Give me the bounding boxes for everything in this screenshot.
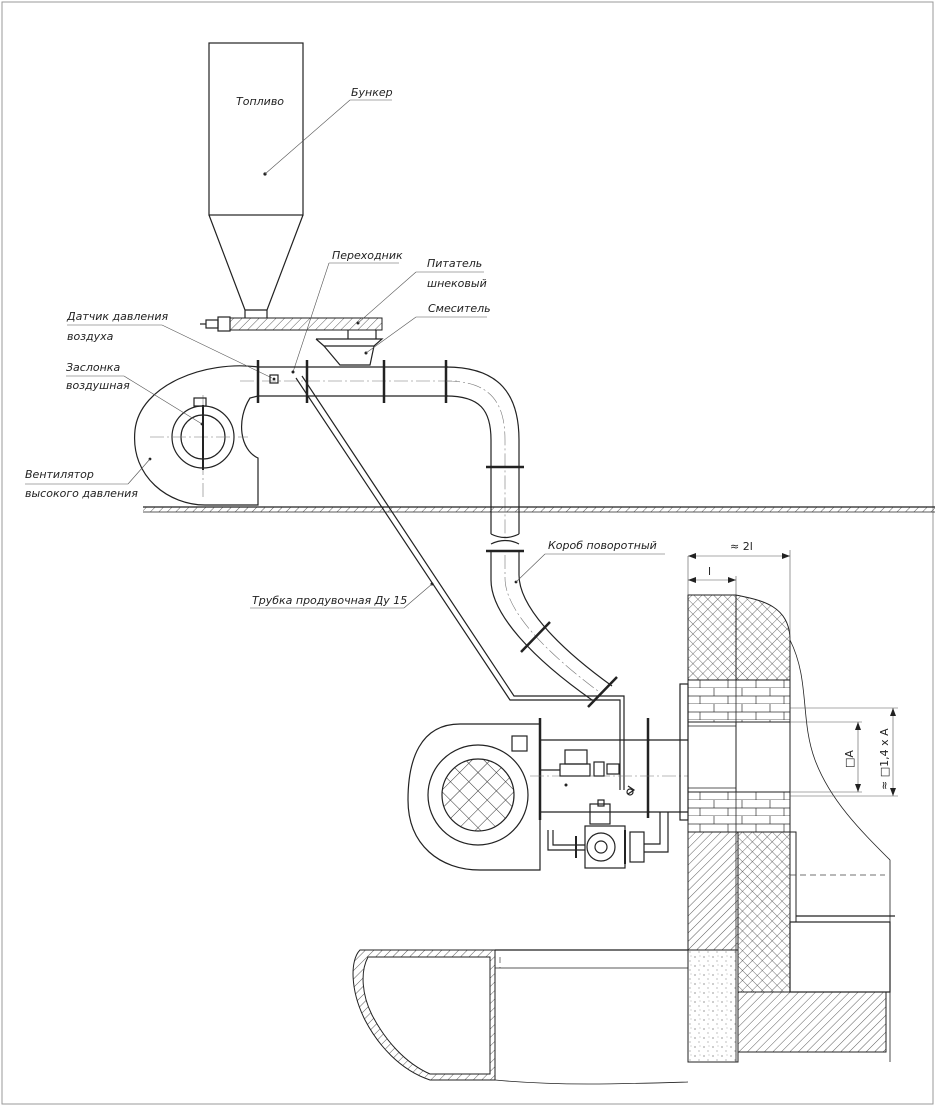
label-bunker: Бункер	[351, 86, 393, 99]
high-pressure-fan	[134, 365, 259, 506]
purge-tube	[295, 375, 625, 790]
ground-line	[143, 506, 935, 513]
dim-inner-width: l	[708, 565, 711, 578]
label-rotary-duct: Короб поворотный	[548, 539, 657, 552]
label-mixer: Смеситель	[428, 302, 491, 315]
dimensions	[687, 550, 898, 797]
dim-wall-width: ≈ 2l	[730, 540, 753, 553]
label-fan-line2: высокого давления	[25, 487, 138, 500]
label-damper-line2: воздушная	[66, 379, 130, 392]
furnace-wall	[679, 594, 895, 1063]
label-fan-line1: Вентилятор	[25, 468, 94, 481]
label-fuel: Топливо	[236, 95, 284, 108]
bunker	[208, 42, 304, 318]
air-duct-horizontal	[240, 360, 524, 553]
dim-opening: □A	[843, 750, 856, 768]
burner-fan	[407, 718, 770, 871]
label-feeder-line2: шнековый	[427, 277, 487, 290]
rotary-duct	[490, 551, 618, 708]
gas-valve-train	[540, 749, 669, 869]
label-purge-tube: Трубка продувочная Ду 15	[252, 594, 407, 607]
label-sensor-line2: воздуха	[67, 330, 114, 343]
label-damper-line1: Заслонка	[66, 361, 120, 374]
dim-opening-outer: ≈ □1,4 x A	[878, 728, 891, 790]
mixer	[315, 330, 384, 366]
label-sensor-line1: Датчик давления	[66, 310, 168, 323]
foundation	[352, 949, 689, 1085]
label-feeder-line1: Питатель	[427, 257, 482, 270]
label-adapter: Переходник	[332, 249, 403, 262]
screw-feeder	[200, 316, 383, 332]
